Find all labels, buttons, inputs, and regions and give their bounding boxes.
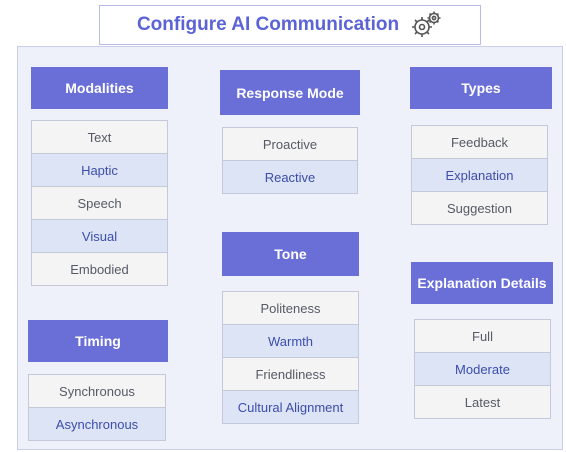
- option-label: Text: [87, 129, 112, 145]
- group-header-label: Timing: [75, 333, 121, 349]
- option-proactive[interactable]: Proactive: [222, 127, 358, 161]
- option-latest[interactable]: Latest: [414, 385, 551, 419]
- group-header-explanation-details: Explanation Details: [411, 262, 553, 304]
- option-label: Embodied: [70, 261, 129, 277]
- tone-list: Politeness Warmth Friendliness Cultural …: [222, 291, 359, 424]
- option-synchronous[interactable]: Synchronous: [28, 374, 166, 408]
- response-mode-list: Proactive Reactive: [222, 127, 358, 194]
- option-suggestion[interactable]: Suggestion: [411, 191, 548, 225]
- option-reactive[interactable]: Reactive: [222, 160, 358, 194]
- group-header-label: Tone: [274, 246, 307, 262]
- option-embodied[interactable]: Embodied: [31, 252, 168, 286]
- group-header-label: Explanation Details: [417, 275, 547, 291]
- option-label: Full: [472, 328, 493, 344]
- option-friendliness[interactable]: Friendliness: [222, 357, 359, 391]
- group-header-tone: Tone: [222, 232, 359, 276]
- group-header-label: Types: [461, 80, 501, 96]
- option-visual[interactable]: Visual: [31, 219, 168, 253]
- option-label: Reactive: [264, 169, 316, 185]
- option-label: Visual: [81, 228, 118, 244]
- group-header-modalities: Modalities: [31, 67, 168, 109]
- explanation-details-list: Full Moderate Latest: [414, 319, 551, 419]
- option-label: Haptic: [81, 162, 118, 178]
- option-label: Friendliness: [255, 366, 326, 382]
- option-speech[interactable]: Speech: [31, 186, 168, 220]
- option-explanation[interactable]: Explanation: [411, 158, 548, 192]
- option-haptic[interactable]: Haptic: [31, 153, 168, 187]
- group-header-label: Response Mode: [236, 84, 344, 101]
- option-moderate[interactable]: Moderate: [414, 352, 551, 386]
- option-label: Politeness: [260, 300, 321, 316]
- option-cultural-alignment[interactable]: Cultural Alignment: [222, 390, 359, 424]
- option-label: Latest: [464, 394, 501, 410]
- option-label: Feedback: [450, 134, 509, 150]
- option-label: Moderate: [455, 361, 510, 377]
- gears-icon: [409, 8, 443, 42]
- group-header-label: Modalities: [65, 80, 134, 96]
- option-feedback[interactable]: Feedback: [411, 125, 548, 159]
- group-header-types: Types: [410, 67, 552, 109]
- option-full[interactable]: Full: [414, 319, 551, 353]
- option-label: Explanation: [445, 167, 514, 183]
- option-label: Warmth: [267, 333, 314, 349]
- option-label: Speech: [77, 195, 122, 211]
- option-warmth[interactable]: Warmth: [222, 324, 359, 358]
- option-label: Suggestion: [446, 200, 513, 216]
- option-label: Proactive: [262, 136, 318, 152]
- option-text[interactable]: Text: [31, 120, 168, 154]
- option-label: Synchronous: [59, 383, 135, 399]
- title-box: Configure AI Communication: [99, 5, 481, 45]
- option-asynchronous[interactable]: Asynchronous: [28, 407, 166, 441]
- option-label: Cultural Alignment: [237, 399, 344, 415]
- group-header-timing: Timing: [28, 320, 168, 362]
- group-header-response-mode: Response Mode: [220, 70, 360, 115]
- types-list: Feedback Explanation Suggestion: [411, 125, 548, 225]
- page-title: Configure AI Communication: [136, 14, 400, 35]
- option-politeness[interactable]: Politeness: [222, 291, 359, 325]
- timing-list: Synchronous Asynchronous: [28, 374, 166, 441]
- modalities-list: Text Haptic Speech Visual Embodied: [31, 120, 168, 286]
- option-label: Asynchronous: [55, 416, 139, 432]
